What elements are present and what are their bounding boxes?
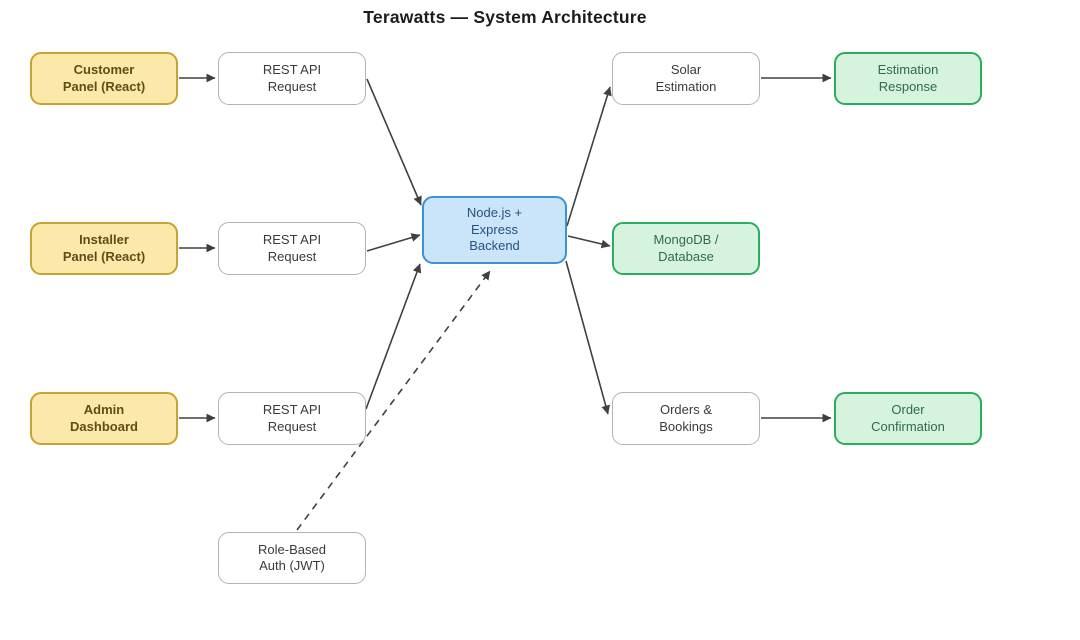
node-backend: Node.js + Express Backend <box>422 196 567 264</box>
node-role-auth: Role-Based Auth (JWT) <box>218 532 366 584</box>
node-rest-api-3: REST API Request <box>218 392 366 445</box>
node-label: Order Confirmation <box>871 402 945 434</box>
node-label: Installer Panel (React) <box>62 232 146 264</box>
node-rest-api-1: REST API Request <box>218 52 366 105</box>
edge-role-auth-to-backend <box>296 270 491 531</box>
node-label: MongoDB / Database <box>653 232 719 264</box>
node-admin-dashboard: Admin Dashboard <box>30 392 178 445</box>
node-label: Role-Based Auth (JWT) <box>258 541 326 574</box>
diagram-title: Terawatts — System Architecture <box>363 7 647 27</box>
edge-rest-api-3-to-backend <box>365 263 422 410</box>
node-label: Orders & Bookings <box>659 402 713 434</box>
node-mongodb: MongoDB / Database <box>612 222 760 275</box>
node-label: Customer Panel (React) <box>62 62 146 94</box>
node-label: Estimation Response <box>877 62 939 94</box>
node-label: Admin Dashboard <box>70 402 138 434</box>
edge-rest-api-2-to-backend <box>366 233 421 252</box>
node-label: REST API Request <box>262 232 322 264</box>
node-orders-bookings: Orders & Bookings <box>612 392 760 445</box>
node-label: REST API Request <box>262 62 322 94</box>
node-order-confirmation: Order Confirmation <box>834 392 982 445</box>
node-estimation-response: Estimation Response <box>834 52 982 105</box>
node-solar-estimation: Solar Estimation <box>612 52 760 105</box>
node-customer-panel: Customer Panel (React) <box>30 52 178 105</box>
node-label: Node.js + Express Backend <box>466 205 523 254</box>
edge-backend-to-mongodb <box>567 235 611 249</box>
node-label: Solar Estimation <box>655 62 717 94</box>
node-label: REST API Request <box>262 402 322 434</box>
edge-rest-api-1-to-backend <box>366 78 422 206</box>
node-installer-panel: Installer Panel (React) <box>30 222 178 275</box>
node-rest-api-2: REST API Request <box>218 222 366 275</box>
edge-backend-to-orders-bookings <box>565 260 610 415</box>
edge-backend-to-solar-estimation <box>566 86 612 227</box>
